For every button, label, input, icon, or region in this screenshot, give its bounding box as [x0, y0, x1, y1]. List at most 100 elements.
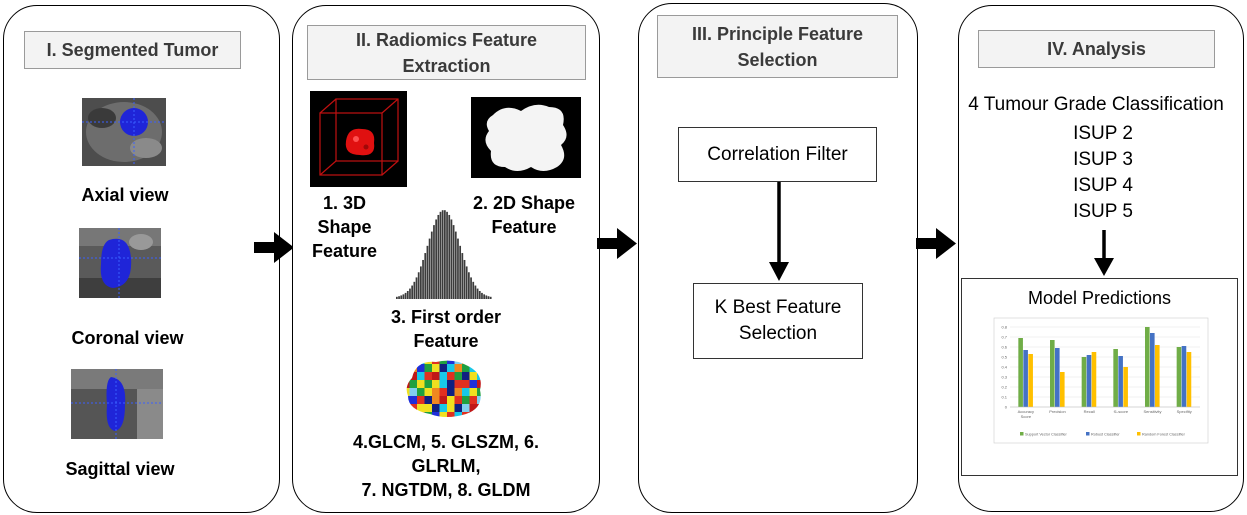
legend-label: Random Forest Classifier — [1142, 433, 1186, 437]
texture-cell — [406, 396, 410, 405]
texture-map-image — [406, 360, 481, 417]
texture-cell — [454, 364, 463, 373]
texture-cell — [409, 360, 418, 365]
histogram-bar — [435, 219, 438, 299]
texture-cell — [477, 364, 481, 373]
texture-cell — [454, 404, 463, 413]
texture-cell — [447, 380, 455, 389]
chart-bar — [1028, 354, 1033, 407]
histogram-bar — [420, 266, 422, 299]
histogram-bar — [448, 214, 451, 299]
texture-cell — [439, 404, 448, 413]
texture-cell — [439, 360, 448, 365]
2d-shape-label: 2. 2D Shape Feature — [472, 193, 576, 237]
x-tick-label: Precision — [1049, 409, 1065, 414]
texture-cell — [432, 372, 440, 381]
axial-view-image — [82, 98, 166, 166]
texture-cell — [417, 404, 425, 413]
histogram-bar — [398, 296, 400, 299]
texture-cell — [406, 404, 410, 413]
texture-cell — [406, 380, 410, 389]
histogram-bar — [454, 231, 457, 299]
histogram-bar — [474, 285, 477, 299]
panel3-title: III. Principle Feature Selection — [657, 15, 898, 78]
histogram-bar — [481, 292, 483, 299]
texture-cell — [409, 396, 418, 405]
sagittal-view-label: Sagittal view — [65, 459, 175, 479]
model-predictions-title: Model Predictions — [1027, 288, 1172, 308]
chart-bar — [1155, 345, 1160, 407]
texture-cell — [424, 380, 433, 389]
y-tick-label: 0.6 — [1001, 345, 1007, 350]
texture-cell — [409, 372, 418, 381]
arrow-down-icon — [1094, 230, 1114, 276]
histogram-bar — [489, 296, 492, 299]
texture-cell — [454, 360, 463, 365]
histogram-bar — [437, 214, 440, 299]
histogram-bar — [415, 277, 418, 299]
histogram-bar — [409, 288, 411, 299]
histogram-bar — [439, 211, 442, 299]
histogram-bar — [483, 294, 486, 299]
texture-cell — [417, 364, 425, 373]
legend-swatch — [1020, 432, 1024, 436]
histogram-bar — [396, 296, 398, 299]
histogram-bar — [470, 277, 472, 299]
chart-bar — [1081, 357, 1087, 407]
y-tick-label: 0.1 — [1001, 395, 1007, 400]
histogram-bar — [478, 290, 481, 299]
histogram-bar — [463, 259, 466, 299]
texture-cell — [462, 404, 470, 413]
texture-cell — [447, 372, 455, 381]
histogram-bar — [476, 288, 479, 299]
texture-cell — [424, 388, 433, 397]
histogram-image — [396, 210, 492, 299]
panel2-title: II. Radiomics Feature Extraction — [307, 25, 586, 80]
chart-bar — [1145, 327, 1150, 407]
texture-cell — [432, 412, 440, 417]
texture-cell — [477, 372, 481, 381]
sagittal-view-image — [71, 369, 163, 439]
y-tick-label: 0.5 — [1001, 355, 1007, 360]
grade-isup-3: ISUP 3 — [1073, 149, 1133, 170]
texture-cell — [447, 404, 455, 413]
texture-cell — [432, 388, 440, 397]
histogram-bar — [452, 225, 455, 299]
texture-cell — [462, 396, 470, 405]
texture-cell — [432, 396, 440, 405]
histogram-bar — [441, 210, 444, 299]
legend-label: Support Vector Classifier — [1025, 433, 1068, 437]
chart-bar — [1186, 352, 1192, 407]
texture-cell — [406, 364, 410, 373]
texture-cell — [462, 380, 470, 389]
y-tick-label: 0.3 — [1001, 375, 1007, 380]
panel4-title: IV. Analysis — [978, 30, 1215, 68]
arrow-right-icon — [916, 228, 956, 259]
texture-cell — [477, 380, 481, 389]
histogram-bar — [450, 219, 453, 299]
histogram-bar — [468, 272, 470, 299]
grade-isup-5: ISUP 5 — [1073, 201, 1133, 222]
arrow-right-icon — [254, 232, 294, 263]
coronal-view-image — [79, 228, 161, 298]
texture-cell — [454, 372, 463, 381]
texture-cell — [439, 396, 448, 405]
histogram-bar — [485, 295, 488, 299]
histogram-bar — [411, 285, 414, 299]
histogram-bar — [402, 294, 405, 299]
legend-label: Robust Classifier — [1091, 433, 1120, 437]
texture-line2: 7. NGTDM, 8. GLDM — [361, 480, 531, 500]
texture-cell — [409, 364, 418, 373]
texture-cell — [417, 372, 425, 381]
correlation-filter-box: Correlation Filter — [678, 127, 877, 182]
chart-bar — [1181, 346, 1187, 407]
grade-isup-2: ISUP 2 — [1073, 123, 1133, 144]
texture-cell — [417, 360, 425, 365]
legend-swatch — [1137, 432, 1141, 436]
texture-cell — [432, 404, 440, 413]
histogram-bar — [417, 272, 420, 299]
y-tick-label: 0 — [1005, 405, 1008, 410]
texture-cell — [469, 364, 478, 373]
texture-cell — [439, 380, 448, 389]
